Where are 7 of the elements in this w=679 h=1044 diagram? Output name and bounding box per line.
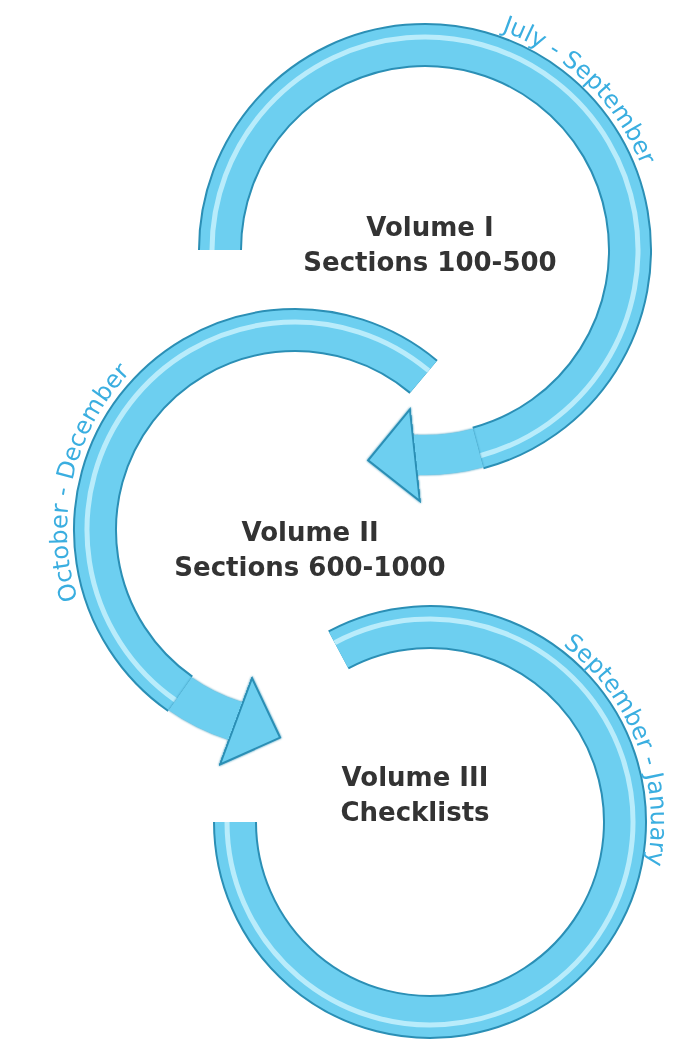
volume-subtitle: Checklists [340,796,490,829]
volume-title: Volume I [365,210,495,244]
volume-subtitle: Sections 600-1000 [174,551,446,584]
volume-title: Volume III [340,760,490,794]
curved-arrow [367,408,483,502]
volume-title: Volume II [240,515,380,549]
volume-subtitle: Sections 100-500 [303,246,557,279]
